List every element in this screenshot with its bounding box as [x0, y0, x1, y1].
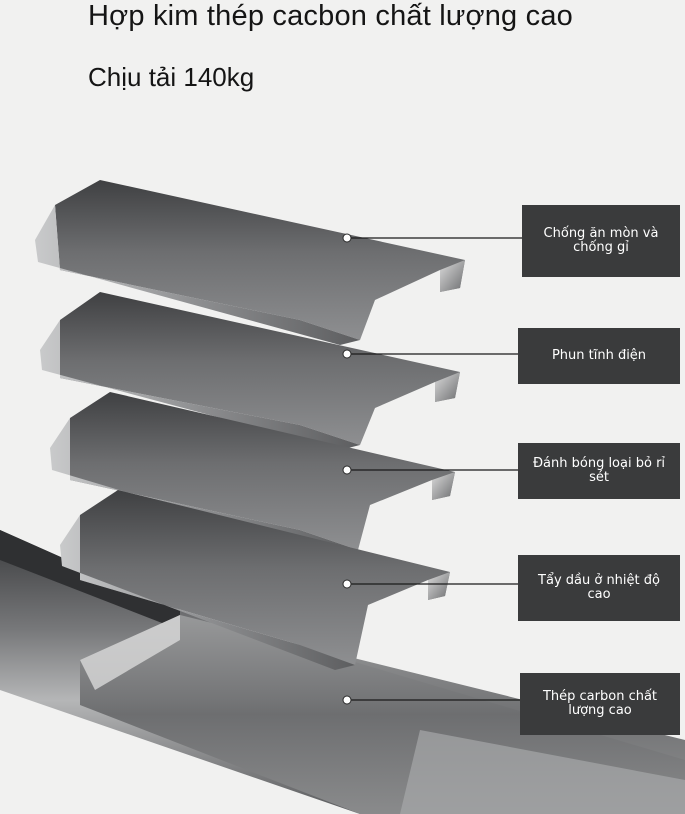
leader-dot — [342, 233, 352, 243]
channel-layer-3 — [50, 392, 455, 555]
layer-label-2: Phun tĩnh điện — [518, 328, 680, 384]
layer-label-3: Đánh bóng loại bỏ rỉ sét — [518, 443, 680, 499]
leader-dot — [342, 579, 352, 589]
layer-label-1: Chống ăn mòn và chống gỉ — [522, 205, 680, 277]
channel-layer-1 — [35, 180, 465, 345]
layer-label-5: Thép carbon chất lượng cao — [520, 673, 680, 735]
headline: Hợp kim thép cacbon chất lượng cao — [88, 0, 573, 32]
channel-layer-4 — [60, 490, 450, 670]
leader-lines — [342, 233, 522, 705]
layer-label-4: Tẩy dầu ở nhiệt độ cao — [518, 555, 680, 621]
leader-dot — [342, 695, 352, 705]
steel-tube — [0, 530, 685, 814]
leader-dot — [342, 349, 352, 359]
leader-dot — [342, 465, 352, 475]
channel-layer-2 — [40, 292, 460, 450]
load-capacity: Chịu tải 140kg — [88, 62, 255, 92]
